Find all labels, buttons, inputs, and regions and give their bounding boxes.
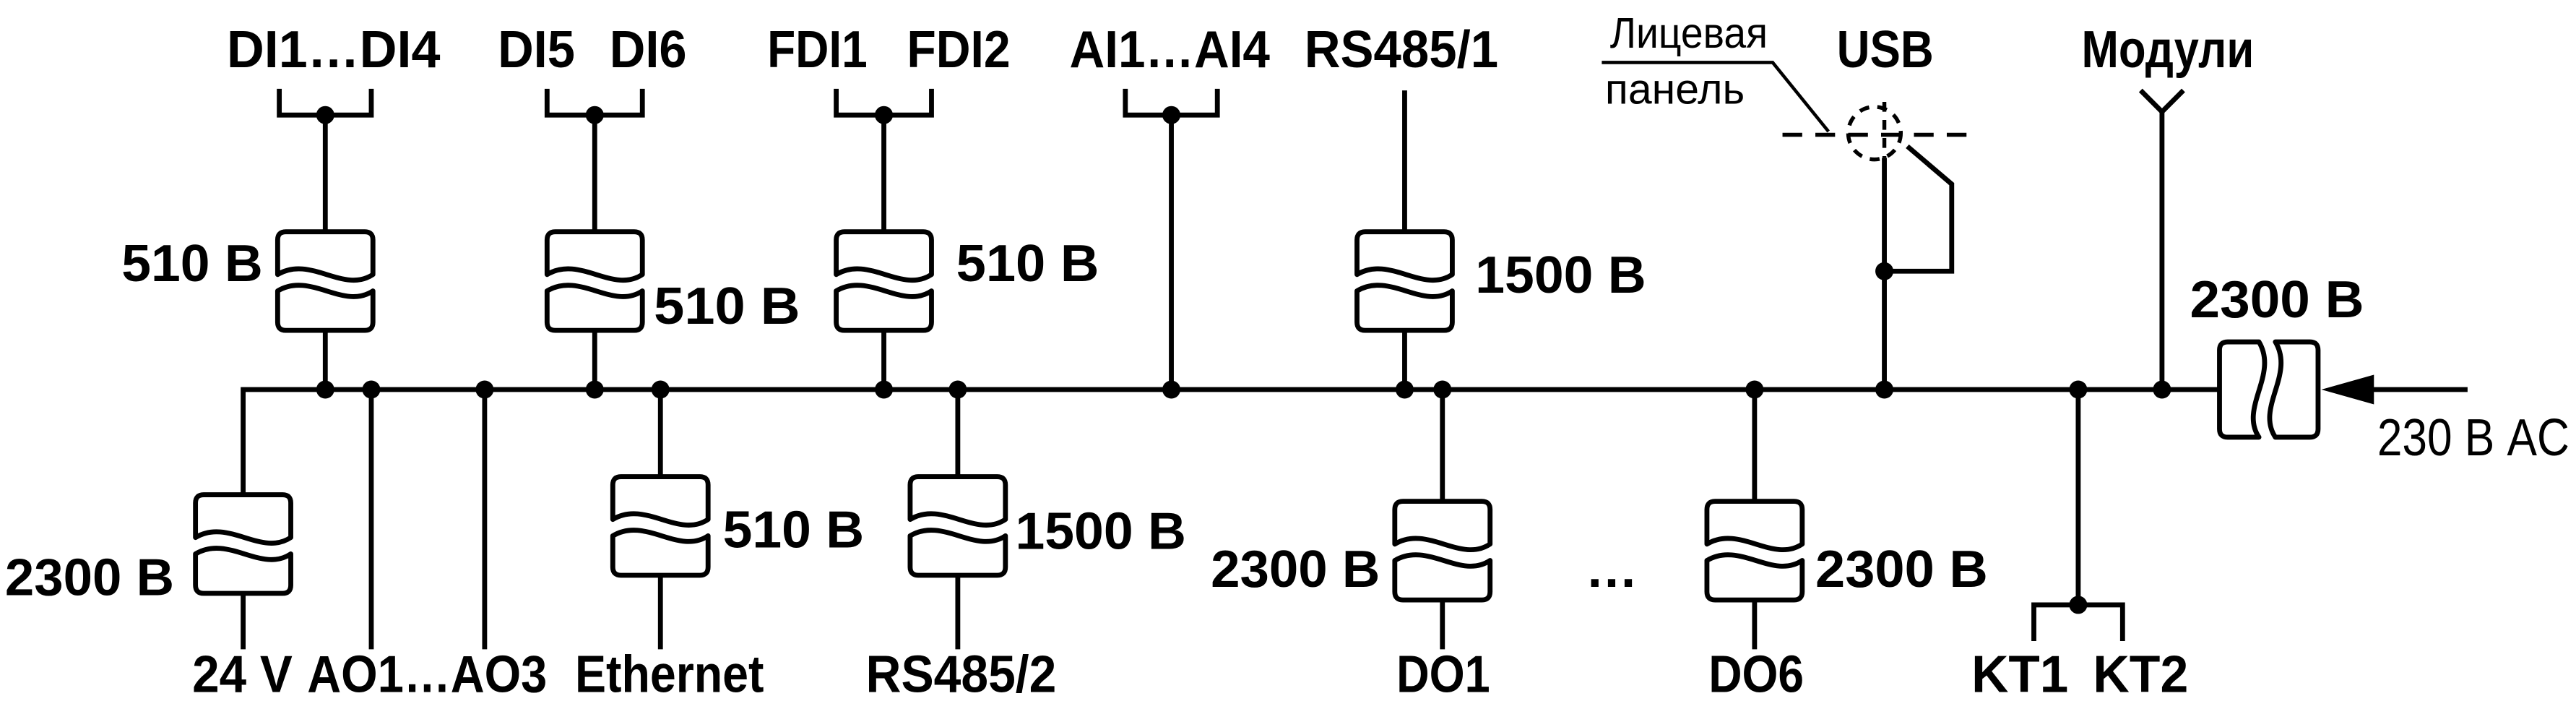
signal-label-24v: 24 V bbox=[192, 645, 293, 703]
branch-ethernet: 510 В Ethernet bbox=[575, 380, 864, 703]
callout-leader-line bbox=[1602, 61, 1830, 133]
signal-label-di5: DI5 bbox=[498, 20, 575, 79]
branch-di5-di6: DI5 DI6 510 В bbox=[498, 20, 800, 399]
signal-label-rs485-1: RS485/1 bbox=[1305, 20, 1498, 79]
junction-dot bbox=[1875, 380, 1894, 399]
junction-dot bbox=[1433, 380, 1452, 399]
branch-supply-24v: 2300 В 24 V bbox=[5, 495, 293, 703]
signal-label-usb: USB bbox=[1837, 20, 1934, 79]
signal-label-do6: DO6 bbox=[1708, 645, 1804, 703]
junction-dot bbox=[1162, 380, 1181, 399]
front-panel-callout-line2: панель bbox=[1605, 64, 1745, 113]
connection-line bbox=[368, 389, 488, 650]
isolation-voltage-label: 2300 В bbox=[2190, 270, 2364, 329]
branch-kt: KT1 KT2 bbox=[1971, 380, 2188, 703]
isolation-voltage-label: 510 В bbox=[654, 277, 800, 335]
junction-dot bbox=[1875, 262, 1894, 280]
branch-do6: 2300 В DO6 bbox=[1707, 380, 1988, 703]
junction-dot bbox=[2069, 380, 2088, 399]
junction-dot bbox=[2069, 596, 2088, 614]
signal-label-di1-di4: DI1…DI4 bbox=[227, 20, 441, 79]
signal-label-kt1: KT1 bbox=[1971, 645, 2068, 703]
junction-dot bbox=[875, 380, 894, 399]
signal-label-modules: Модули bbox=[2081, 20, 2254, 79]
isolation-voltage-label: 510 В bbox=[121, 234, 263, 293]
isolation-voltage-label: 2300 В bbox=[1211, 540, 1380, 598]
signal-label-ai1-ai4: AI1…AI4 bbox=[1070, 20, 1271, 79]
branch-ai: AI1…AI4 bbox=[1070, 20, 1271, 399]
junction-dot bbox=[475, 380, 494, 399]
isolation-voltage-label: 510 В bbox=[956, 234, 1099, 293]
signal-label-kt2: KT2 bbox=[2093, 645, 2188, 703]
outputs-ellipsis: … bbox=[1586, 540, 1638, 598]
branch-rs485-2: 1500 В RS485/2 bbox=[866, 380, 1186, 703]
isolation-voltage-label: 1500 В bbox=[1475, 246, 1646, 304]
branch-di1-di4: DI1…DI4 510 В bbox=[121, 20, 441, 399]
junction-dot bbox=[362, 380, 381, 399]
junction-dot bbox=[316, 106, 334, 124]
power-input-label: 230 В AC bbox=[2377, 408, 2569, 467]
junction-dot bbox=[948, 380, 967, 399]
power-input: 2300 В 230 В AC bbox=[2190, 270, 2569, 467]
isolation-voltage-label: 2300 В bbox=[5, 548, 174, 606]
power-arrow-head bbox=[2321, 374, 2374, 405]
branch-rs485-1: RS485/1 1500 В bbox=[1305, 20, 1646, 399]
usb-port-outline bbox=[1846, 105, 1903, 162]
signal-label-fdi2: FDI2 bbox=[907, 20, 1010, 79]
branch-fdi: FDI1 FDI2 510 В bbox=[767, 20, 1099, 399]
signal-label-ethernet: Ethernet bbox=[575, 645, 764, 703]
junction-dot bbox=[585, 380, 604, 399]
signal-label-fdi1: FDI1 bbox=[767, 20, 868, 79]
signal-label-do1: DO1 bbox=[1396, 645, 1490, 703]
isolation-voltage-label: 1500 В bbox=[1015, 502, 1186, 561]
common-bus-line bbox=[241, 387, 2220, 495]
junction-dot bbox=[1745, 380, 1764, 399]
junction-dot bbox=[585, 106, 604, 124]
isolation-voltage-label: 510 В bbox=[723, 500, 865, 559]
branch-do1: 2300 В DO1 bbox=[1211, 380, 1490, 703]
branch-modules: Модули bbox=[2081, 20, 2254, 399]
branch-usb: Лицевая панель USB bbox=[1602, 9, 1976, 399]
front-panel-callout-line1: Лицевая bbox=[1610, 9, 1768, 57]
junction-dot bbox=[651, 380, 670, 399]
junction-dot bbox=[1395, 380, 1414, 399]
junction-dot bbox=[316, 380, 334, 399]
isolation-voltage-label: 2300 В bbox=[1815, 540, 1988, 598]
signal-label-rs485-2: RS485/2 bbox=[866, 645, 1057, 703]
signal-label-di6: DI6 bbox=[610, 20, 687, 79]
signal-label-ao1-ao3: AO1…AO3 bbox=[307, 645, 547, 703]
junction-dot bbox=[1162, 106, 1181, 124]
usb-switch-contact bbox=[1884, 144, 1955, 274]
branch-ao: AO1…AO3 bbox=[307, 380, 547, 703]
junction-dot bbox=[2153, 380, 2171, 399]
junction-dot bbox=[875, 106, 894, 124]
